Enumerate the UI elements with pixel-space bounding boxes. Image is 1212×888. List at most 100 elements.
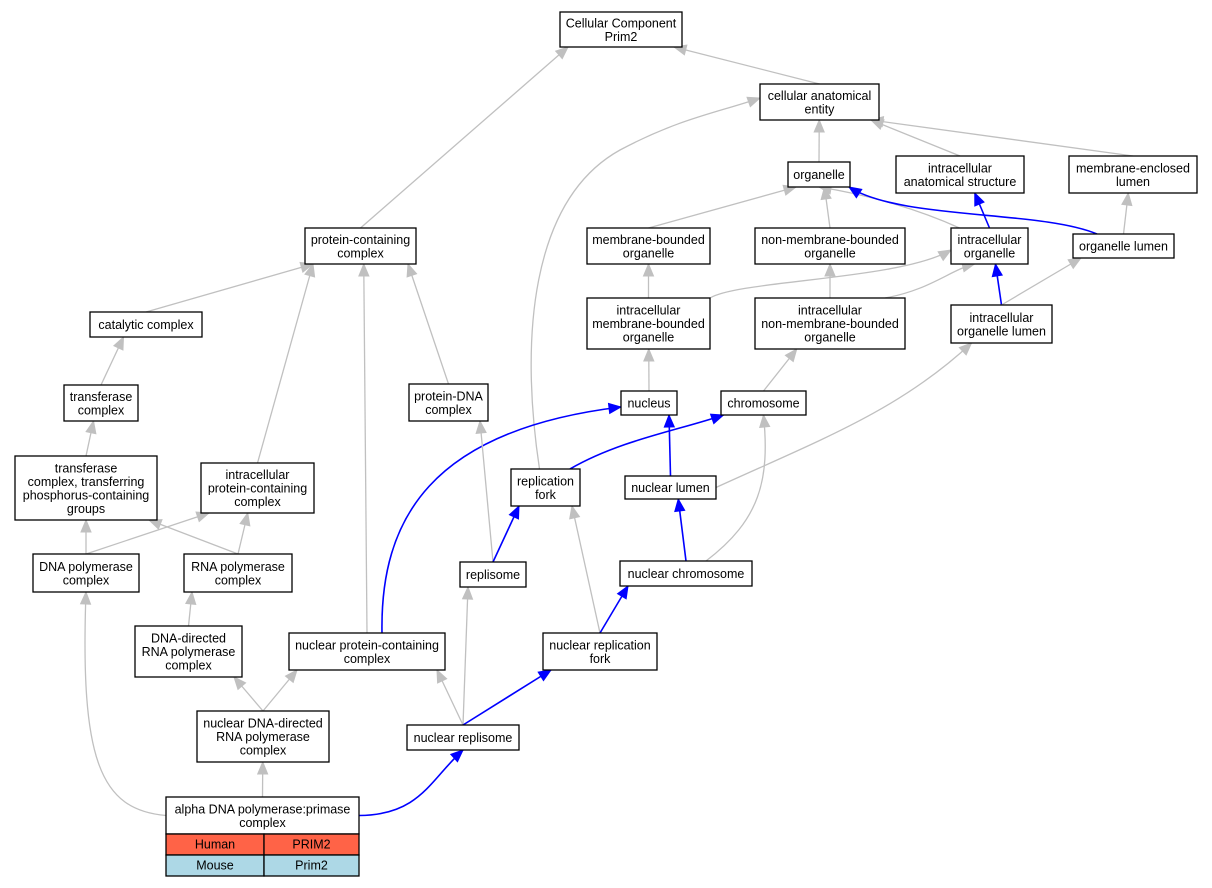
node-nl[interactable]: nuclear lumen (624, 475, 717, 500)
node-inmbo[interactable]: intracellularnon-membrane-boundedorganel… (754, 297, 906, 350)
edge-repl-to-pdna (479, 420, 494, 563)
node-nrepl[interactable]: nuclear replisome (406, 724, 520, 751)
node-label: membrane-bounded (592, 233, 705, 247)
arrowhead (759, 413, 771, 429)
node-ol[interactable]: organelle lumen (1072, 233, 1175, 259)
node-cat[interactable]: catalytic complex (89, 311, 203, 338)
node-label: complex (78, 403, 125, 417)
arrowhead (537, 669, 553, 682)
arrowhead (256, 760, 269, 775)
node-box (406, 724, 520, 751)
node-label: membrane-bounded (592, 317, 705, 331)
arrowhead (461, 585, 474, 600)
arrowhead (79, 590, 92, 605)
node-label: membrane-enclosed (1076, 161, 1190, 175)
arrowhead (746, 96, 762, 108)
edge-iol-to-ol (1001, 257, 1082, 306)
node-label: nuclear chromosome (628, 567, 745, 581)
node-label: anatomical structure (904, 175, 1017, 189)
edge-imbo-to-io (709, 249, 952, 299)
node-label: cellular anatomical (768, 89, 872, 103)
edge-nrepl-to-repl (462, 586, 469, 726)
node-box (200, 462, 315, 514)
node-label: organelle (804, 331, 855, 345)
arrowhead (607, 402, 623, 415)
node-box (408, 383, 489, 422)
node-label: complex (240, 744, 287, 758)
node-label: groups (67, 502, 105, 516)
node-label: chromosome (727, 397, 799, 411)
node-box (165, 796, 360, 835)
node-label: organelle (623, 246, 674, 260)
node-label: organelle (623, 331, 674, 345)
arrowhead (475, 419, 487, 434)
arrowhead (80, 518, 92, 533)
node-box (586, 297, 711, 350)
node-nuc[interactable]: nucleus (620, 390, 678, 416)
node-label: transferase (55, 461, 118, 475)
node-box (32, 553, 140, 593)
arrowhead (1121, 191, 1133, 207)
node-label: intracellular (617, 304, 681, 318)
node-label: complex, transferring (28, 475, 145, 489)
node-label: fork (535, 488, 557, 502)
arrowhead (85, 419, 97, 435)
node-org[interactable]: organelle (787, 161, 851, 188)
arrowhead (406, 262, 418, 278)
node-label: lumen (1116, 175, 1150, 189)
node-chr[interactable]: chromosome (720, 390, 807, 416)
edge-cat-to-pcc (145, 263, 314, 313)
arrowhead (643, 347, 655, 362)
edges-layer (79, 44, 1134, 817)
node-box (720, 390, 807, 416)
node-label: phosphorus-containing (23, 488, 150, 502)
node-label: nucleus (627, 397, 670, 411)
arrowhead (112, 335, 125, 351)
edge-pdna-to-pcc (407, 263, 450, 385)
node-nchr[interactable]: nuclear chromosome (619, 560, 753, 587)
arrowhead (304, 262, 316, 278)
gene-cell (263, 854, 360, 877)
arrowhead (784, 347, 798, 363)
node-box (1068, 155, 1198, 194)
arrowhead (847, 186, 863, 199)
node-box (134, 625, 243, 678)
node-label: nuclear replisome (414, 731, 513, 745)
node-label: protein-containing (311, 233, 410, 247)
node-label: complex (425, 403, 472, 417)
edge-mbo-to-org (648, 186, 797, 229)
arrowhead (813, 118, 825, 133)
node-label: catalytic complex (98, 318, 194, 332)
node-box (619, 560, 753, 587)
node-repl[interactable]: replisome (459, 561, 527, 588)
edge-mel-to-cae (870, 119, 1134, 157)
arrowhead (449, 749, 464, 763)
edge-ias-to-cae (870, 119, 961, 157)
node-label: non-membrane-bounded (761, 233, 899, 247)
arrowhead (233, 676, 247, 691)
arrowhead (958, 342, 973, 356)
